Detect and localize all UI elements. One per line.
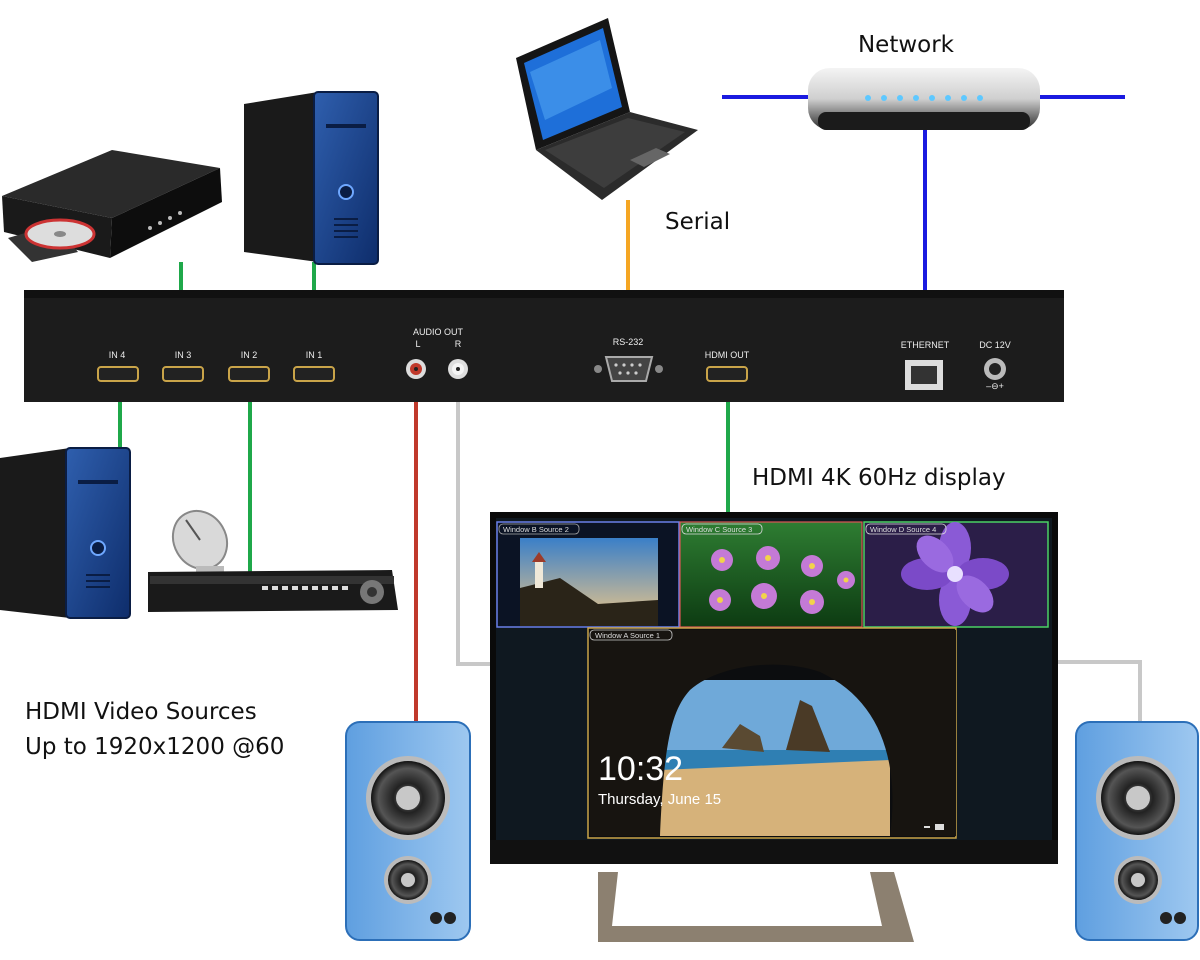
port-in3[interactable]: IN 3	[162, 350, 204, 382]
dvd-player-icon	[2, 150, 222, 262]
sea-cave-scene	[590, 630, 956, 836]
serial-label: Serial	[665, 209, 730, 235]
pc-tower-left-icon	[0, 447, 131, 619]
window-d-label: Window D Source 4	[870, 525, 936, 534]
display-label: HDMI 4K 60Hz display	[752, 465, 1006, 491]
window-a-label: Window A Source 1	[595, 631, 660, 640]
audio-out-ports[interactable]: AUDIO OUT L R	[406, 327, 468, 379]
port-in4[interactable]: IN 4	[97, 350, 139, 382]
dc-label: DC 12V	[979, 340, 1011, 350]
satellite-receiver-icon	[148, 509, 398, 612]
port-in4-label: IN 4	[109, 350, 126, 360]
lotus-flowers	[709, 546, 855, 614]
port-dc-power[interactable]: DC 12V –⊖+	[979, 340, 1011, 391]
window-b: Window B Source 2	[496, 521, 680, 628]
purple-flower	[901, 522, 1009, 626]
network-label: Network	[858, 32, 955, 58]
monitor-stand	[598, 872, 914, 942]
wifi-icon	[924, 826, 930, 828]
port-hdmi-out[interactable]: HDMI OUT	[705, 350, 750, 382]
sources-label-line2: Up to 1920x1200 @60	[25, 734, 284, 760]
laptop-icon	[516, 18, 698, 200]
audio-out-label: AUDIO OUT	[413, 327, 464, 337]
audio-cable-right-speaker	[1055, 660, 1142, 722]
port-ethernet[interactable]: ETHERNET	[901, 340, 950, 390]
audio-r-label: R	[455, 339, 462, 349]
lockscreen-time: 10:32	[598, 750, 683, 788]
window-c-label: Window C Source 3	[686, 525, 752, 534]
network-router-icon	[808, 68, 1040, 130]
lockscreen-date: Thursday, June 15	[598, 791, 721, 808]
sources-label-line1: HDMI Video Sources	[25, 699, 257, 725]
port-in2[interactable]: IN 2	[228, 350, 270, 382]
rs232-label: RS-232	[613, 337, 644, 347]
window-a: Window A Source 1 10:32 Thursday, June 1…	[587, 627, 957, 839]
port-in1-label: IN 1	[306, 350, 323, 360]
port-rs232[interactable]: RS-232	[594, 337, 663, 382]
port-in1[interactable]: IN 1	[293, 350, 335, 382]
port-in3-label: IN 3	[175, 350, 192, 360]
port-in2-label: IN 2	[241, 350, 258, 360]
battery-icon	[935, 824, 944, 830]
window-b-label: Window B Source 2	[503, 525, 569, 534]
pc-tower-top-icon	[244, 91, 379, 265]
hdmi-out-label: HDMI OUT	[705, 350, 750, 360]
window-d: Window D Source 4	[863, 521, 1049, 628]
ethernet-label: ETHERNET	[901, 340, 950, 350]
multiviewer-device	[24, 290, 1064, 402]
speaker-right-icon	[1075, 721, 1199, 941]
audio-cable-right	[456, 385, 492, 666]
dc-polarity-icon: –⊖+	[986, 381, 1004, 391]
speaker-left-icon	[345, 721, 471, 941]
window-c: Window C Source 3	[679, 521, 863, 628]
audio-l-label: L	[415, 339, 420, 349]
